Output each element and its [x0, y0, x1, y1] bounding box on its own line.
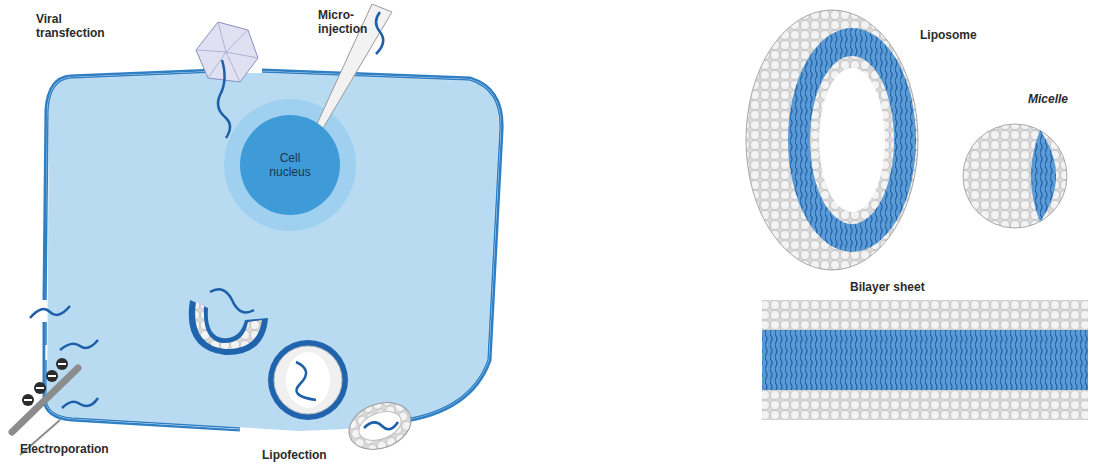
structure-label: Micelle: [1028, 92, 1068, 106]
electrode: [12, 306, 98, 455]
method-label: Viral transfection: [36, 12, 108, 40]
method-label: Lipofection: [262, 448, 327, 462]
structure-label: Bilayer sheet: [850, 280, 925, 294]
lipofection-vesicles: [189, 289, 418, 457]
liposome: [746, 10, 918, 270]
node-text: Cell nucleus: [262, 151, 318, 179]
method-label: Electroporation: [20, 442, 109, 456]
micelle: [963, 124, 1067, 228]
bilayer-sheet: [762, 300, 1088, 420]
cell: [46, 72, 500, 432]
structure-label: Liposome: [920, 28, 977, 42]
method-label: Micro-injection: [318, 8, 374, 36]
virus: [196, 22, 258, 138]
nucleus-circle: Cell nucleus: [240, 115, 340, 215]
